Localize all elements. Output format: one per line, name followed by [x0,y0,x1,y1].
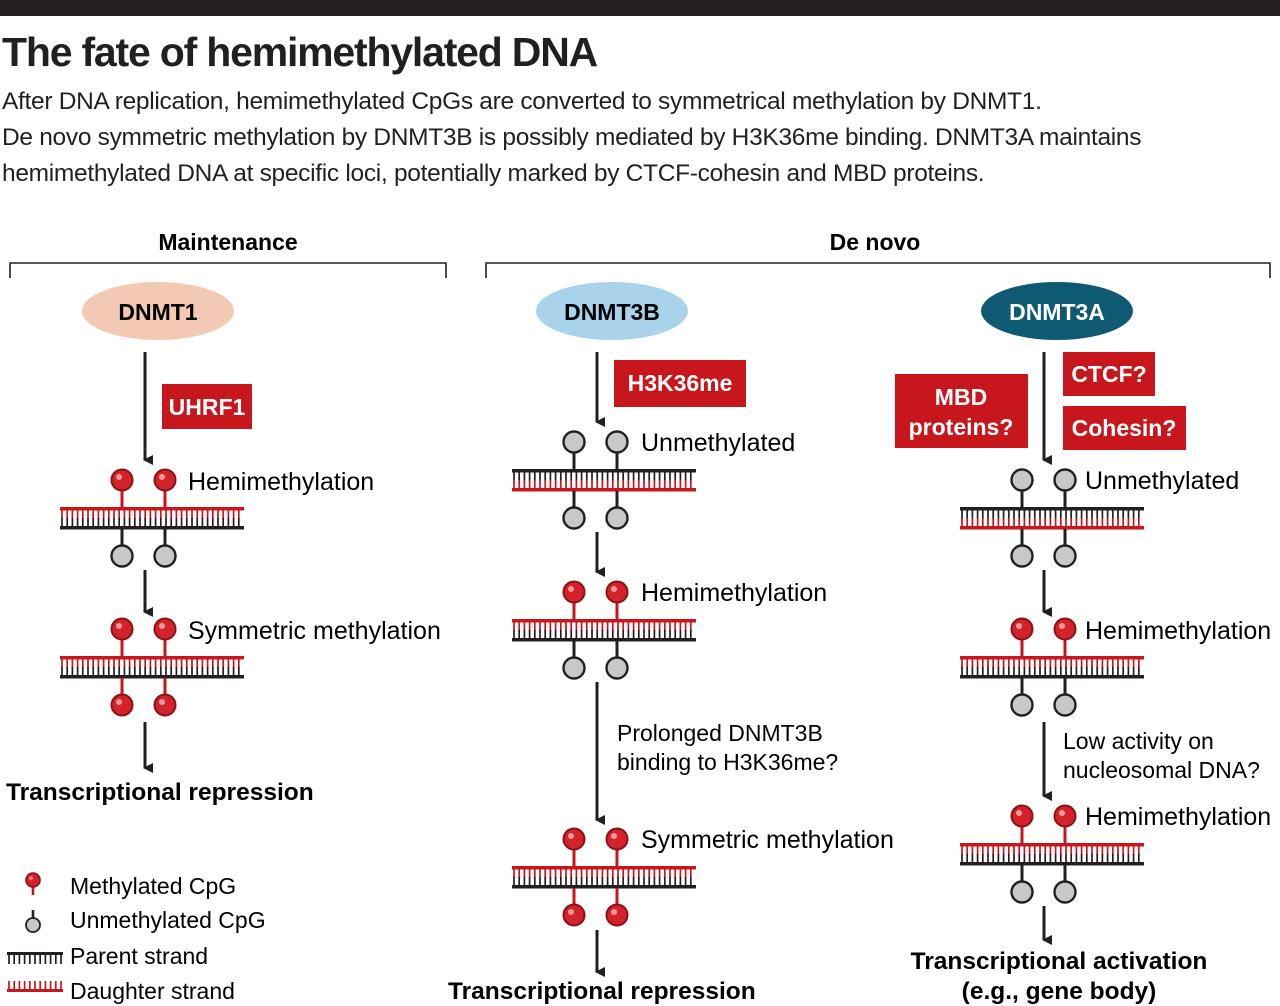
cohesin-factor: Cohesin? [1063,406,1186,450]
dna-duplex [960,804,1144,904]
outcome-activation-line2: (e.g., gene body) [962,978,1157,1005]
de-novo-heading: De novo [830,229,921,255]
legend-unmethylated-label: Unmethylated CpG [70,907,266,933]
note-prolonged-line1: Prolonged DNMT3B [617,720,823,746]
state-labels: Hemimethylation Symmetric methylation Un… [188,429,1271,854]
cohesin-label: Cohesin? [1072,415,1177,441]
legend-methylated-icon [25,872,41,895]
legend-parent-label: Parent strand [70,943,208,969]
legend-methylated-label: Methylated CpG [70,873,236,899]
note-prolonged-line2: binding to H3K36me? [617,749,838,775]
note-low-activity-line2: nucleosomal DNA? [1063,757,1260,783]
h3k36me-factor: H3K36me [614,360,746,407]
state-label: Symmetric methylation [188,617,441,645]
dna-duplex [512,580,696,680]
state-label: Hemimethylation [641,579,827,607]
mbd-factor: MBD proteins? [895,374,1028,448]
intro-line: De novo symmetric methylation by DNMT3B … [2,124,1142,151]
note-low-activity-line1: Low activity on [1063,728,1214,754]
maintenance-heading: Maintenance [158,229,297,255]
de-novo-bracket: De novo [485,229,1271,278]
outcomes: Transcriptional repression Transcription… [6,779,1207,1005]
legend: Methylated CpG Unmethylated CpG Parent s… [7,872,266,1004]
dnmt3b-enzyme: DNMT3B [536,282,688,340]
dna-duplex [60,468,244,568]
state-label: Hemimethylation [188,468,374,496]
intro-line: After DNA replication, hemimethylated Cp… [2,88,1042,115]
outcome-activation-line1: Transcriptional activation [911,948,1208,975]
maintenance-bracket: Maintenance [9,229,447,278]
state-label: Hemimethylation [1085,617,1271,645]
dnmt1-label: DNMT1 [118,299,197,325]
figure-title: The fate of hemimethylated DNA [2,29,598,75]
dna-duplexes [60,430,1144,927]
intro-line: hemimethylated DNA at specific loci, pot… [2,160,985,187]
state-label: Hemimethylation [1085,803,1271,831]
state-label: Unmethylated [1085,467,1239,495]
ctcf-factor: CTCF? [1063,352,1155,396]
outcome-repression: Transcriptional repression [448,978,756,1005]
legend-parent-strand-icon [7,952,63,964]
dnmt3b-label: DNMT3B [564,299,660,325]
mbd-label-line2: proteins? [909,414,1014,440]
mbd-label-line1: MBD [935,384,987,410]
dna-duplex [60,617,244,717]
intro-text: After DNA replication, hemimethylated Cp… [2,84,1142,192]
dnmt3a-label: DNMT3A [1009,299,1105,325]
legend-daughter-label: Daughter strand [70,978,235,1004]
dna-duplex [960,468,1144,568]
ctcf-label: CTCF? [1071,361,1146,387]
dna-duplex [960,617,1144,717]
dnmt3a-enzyme: DNMT3A [981,282,1133,340]
dna-duplex [512,827,696,927]
top-rule [0,0,1280,16]
state-label: Unmethylated [641,429,795,457]
state-label: Symmetric methylation [641,826,894,854]
outcome-repression: Transcriptional repression [6,779,314,806]
legend-daughter-strand-icon [7,981,63,992]
dnmt1-enzyme: DNMT1 [82,282,234,340]
h3k36me-label: H3K36me [628,370,733,396]
dna-duplex [512,430,696,530]
uhrf1-label: UHRF1 [169,394,246,420]
uhrf1-factor: UHRF1 [162,384,252,429]
legend-unmethylated-icon [25,910,41,933]
process-arrows [143,352,1052,977]
process-notes: Prolonged DNMT3B binding to H3K36me? Low… [617,720,1260,783]
